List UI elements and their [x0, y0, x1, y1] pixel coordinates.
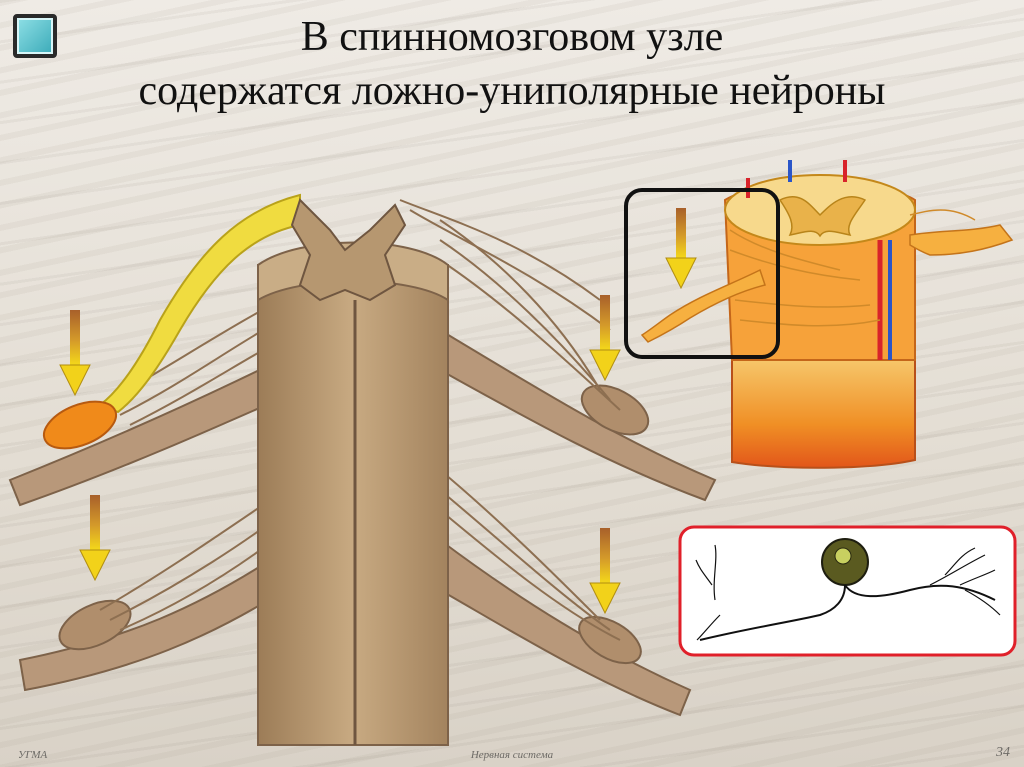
- footer-topic: Нервная система: [470, 749, 554, 761]
- spinal-cord-figure: [8, 193, 717, 746]
- title-line-2: содержатся ложно-униполярные нейроны: [138, 68, 886, 114]
- slide-title: В спинномозговом узле содержатся ложно-у…: [60, 10, 964, 118]
- neuron-branches: [695, 544, 1001, 641]
- lower-right-nerve: [439, 538, 692, 717]
- segment-lower-ring: [731, 359, 916, 469]
- segment-left-nerve: [640, 268, 766, 343]
- pseudounipolar-neuron-figure: [678, 525, 1017, 657]
- page-number: 34: [996, 745, 1010, 760]
- segment-rootlets: [729, 209, 976, 327]
- title-line-1: В спинномозговом узле: [300, 14, 724, 60]
- highlight-box-ganglion: [624, 188, 780, 359]
- spinal-ganglion-orange: [42, 400, 118, 450]
- butterfly-gray-matter: [290, 198, 407, 302]
- arrow-down-icon: [59, 310, 91, 397]
- neuron-nucleus: [834, 547, 852, 565]
- arrow-down-icon: [589, 295, 621, 382]
- cord-column: [257, 264, 449, 746]
- neuron-box: [678, 525, 1017, 657]
- arrow-down-icon: [79, 495, 111, 582]
- corner-square-icon: [13, 14, 57, 58]
- upper-right-ganglion: [580, 384, 650, 436]
- spinal-segment-figure: [640, 160, 1014, 469]
- upper-right-nerve: [439, 328, 717, 502]
- neuron-process: [699, 584, 846, 641]
- segment-gray-matter: [778, 195, 867, 238]
- footer-org: УГМА: [18, 749, 48, 761]
- arrow-down-icon: [665, 208, 697, 290]
- lower-right-ganglion: [578, 615, 642, 665]
- arrow-down-icon: [589, 528, 621, 615]
- arrow-group-left: [59, 295, 621, 615]
- neuron-axon-right: [844, 584, 996, 601]
- segment-right-nerve: [909, 224, 1014, 256]
